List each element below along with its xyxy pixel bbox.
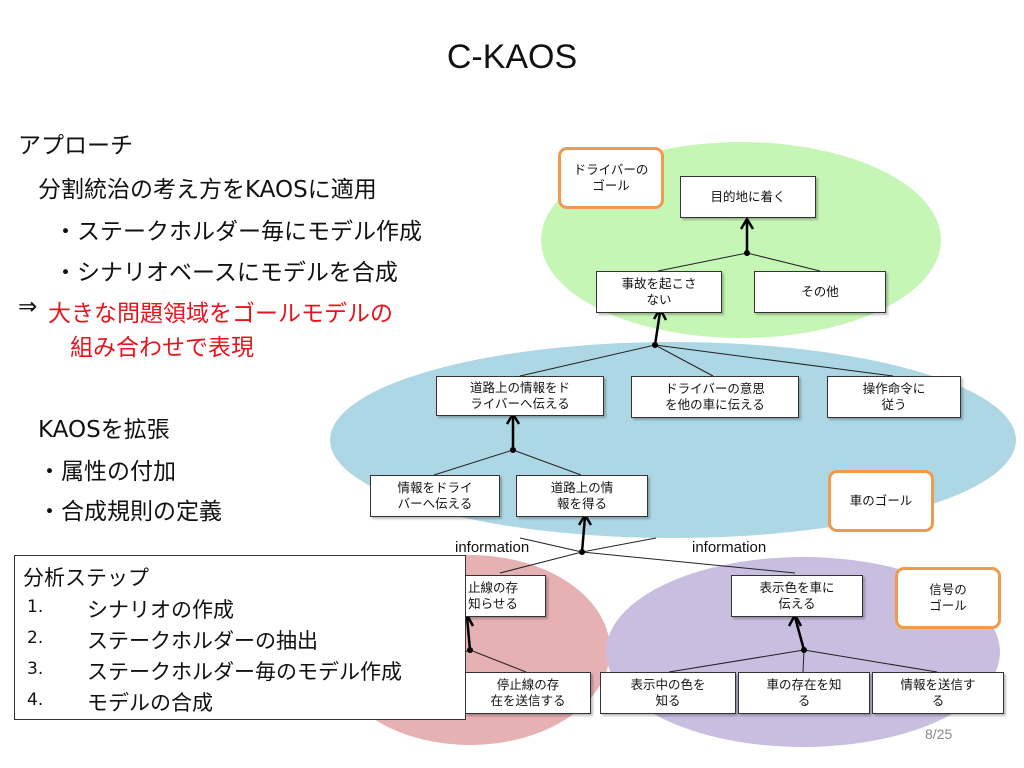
approach-bullet-2: ・シナリオベースにモデルを合成 — [54, 260, 398, 286]
step-text: モデルの合成 — [87, 691, 213, 715]
goal-destination: 目的地に着く — [680, 176, 816, 218]
goal-send-stop-line: 停止線の存 在を送信する — [465, 672, 591, 714]
information-label-left: information — [455, 539, 530, 556]
step-text: ステークホルダー毎のモデル作成 — [87, 660, 402, 684]
goal-get-road-info: 道路上の情 報を得る — [516, 475, 648, 517]
information-label-right: information — [692, 539, 767, 556]
goal-follow-command: 操作命令に 従う — [827, 376, 961, 418]
slide-title: C-KAOS — [446, 38, 578, 76]
approach-heading: アプローチ — [18, 133, 133, 159]
kaos-ext-heading: KAOSを拡張 — [38, 417, 170, 443]
driver-goal-label: ドライバーの ゴール — [558, 147, 664, 209]
step-text: ステークホルダーの抽出 — [87, 629, 318, 653]
goal-send-info: 情報を送信す る — [872, 672, 1004, 714]
car-goal-label: 車のゴール — [828, 470, 934, 532]
goal-road-info-to-driver: 道路上の情報をド ライバーへ伝える — [436, 376, 604, 416]
goal-know-car-exists: 車の存在を知 る — [738, 672, 870, 714]
goal-other: その他 — [754, 271, 886, 313]
step-number: 2. — [27, 628, 44, 648]
step-number: 4. — [27, 690, 44, 710]
approach-line: 分割統治の考え方をKAOSに適用 — [38, 177, 377, 203]
analysis-steps-heading: 分析ステップ — [23, 566, 149, 590]
goal-know-display-color: 表示中の色を 知る — [600, 672, 736, 714]
arrow-symbol: ⇒ — [18, 294, 38, 320]
goal-info-to-driver: 情報をドライ バーへ伝える — [370, 475, 500, 517]
analysis-steps-box: 分析ステップ 1. シナリオの作成 2. ステークホルダーの抽出 3. ステーク… — [14, 555, 466, 720]
approach-bullet-1: ・ステークホルダー毎にモデル作成 — [54, 219, 422, 245]
step-number: 3. — [27, 659, 44, 679]
goal-show-color-to-car: 表示色を車に 伝える — [731, 575, 863, 617]
conclusion-line-2: 組み合わせで表現 — [70, 335, 254, 361]
goal-driver-intent: ドライバーの意思 を他の車に伝える — [631, 376, 799, 418]
kaos-ext-bullet-1: ・属性の付加 — [38, 459, 176, 485]
goal-no-accident: 事故を起こさ ない — [596, 271, 722, 313]
conclusion-line-1: 大きな問題領域をゴールモデルの — [48, 301, 393, 327]
kaos-ext-bullet-2: ・合成規則の定義 — [38, 499, 222, 525]
signal-goal-label: 信号の ゴール — [895, 567, 1001, 629]
page-number: 8/25 — [925, 726, 953, 742]
step-number: 1. — [27, 597, 44, 617]
step-text: シナリオの作成 — [87, 598, 234, 622]
